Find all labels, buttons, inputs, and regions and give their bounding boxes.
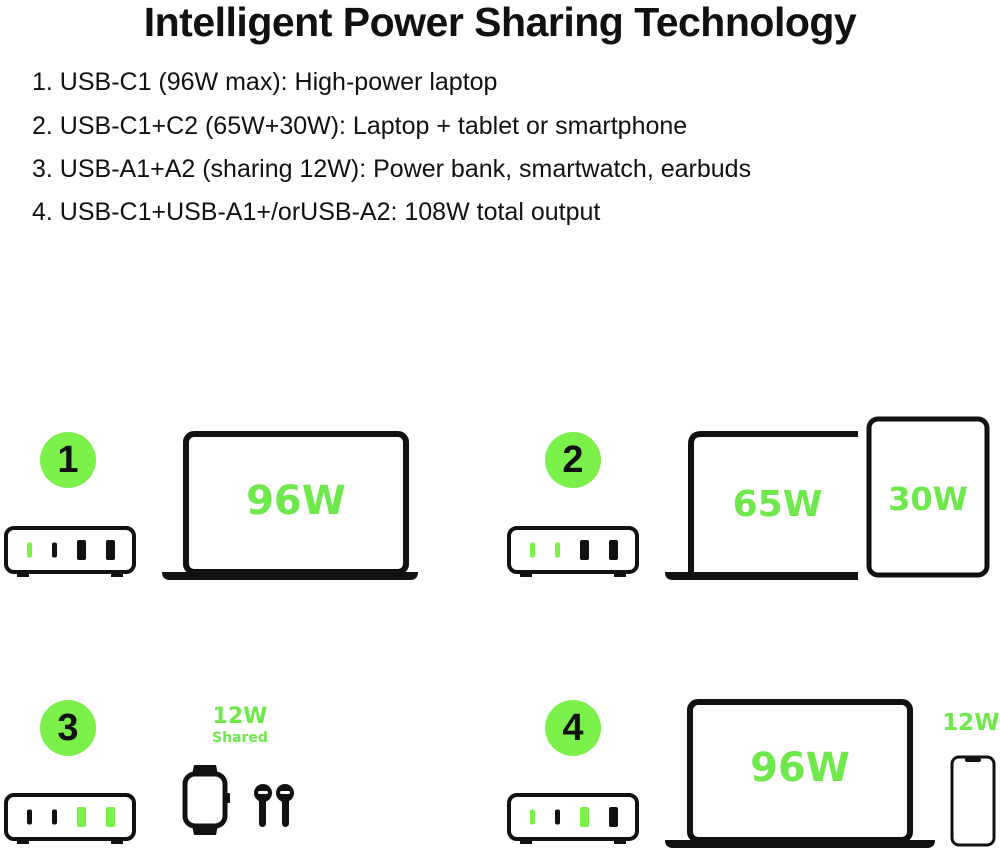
scenario-badge: 3 [40, 700, 96, 756]
charger-icon [507, 793, 639, 844]
usb-a2-port [106, 540, 115, 560]
charger-foot [17, 839, 29, 844]
smartwatch-icon [182, 765, 230, 835]
usb-c2-port [52, 809, 57, 825]
charger-foot [520, 572, 532, 577]
charger-foot [614, 572, 626, 577]
usb-a2-port [609, 540, 618, 560]
page-title: Intelligent Power Sharing Technology [143, 0, 857, 45]
usb-c1-port [27, 542, 32, 558]
usb-a2-port [609, 807, 618, 827]
feature-2: 2. USB-C1+C2 (65W+30W): Laptop + tablet … [32, 112, 688, 140]
charger-icon [507, 526, 639, 577]
usb-a1-port [77, 540, 86, 560]
usb-c2-port [52, 542, 57, 558]
charger-foot [111, 572, 123, 577]
laptop-icon [665, 431, 858, 580]
charger-foot [111, 839, 123, 844]
earbuds-icon [254, 784, 294, 827]
usb-a1-port [77, 807, 86, 827]
usb-c2-port [555, 809, 560, 825]
charger-foot [614, 839, 626, 844]
smartphone-icon [950, 755, 996, 847]
charger-body [4, 526, 136, 574]
usb-c2-port [555, 542, 560, 558]
laptop-power-label: 96W [750, 745, 850, 791]
charger-foot [17, 572, 29, 577]
laptop-icon [162, 431, 418, 580]
laptop-power-label: 96W [246, 478, 346, 524]
usb-a1-port [580, 807, 589, 827]
feature-1: 1. USB-C1 (96W max): High-power laptop [32, 68, 498, 96]
tablet-power-label: 30W [888, 480, 968, 518]
laptop-power-label: 65W [732, 484, 823, 525]
feature-3: 3. USB-A1+A2 (sharing 12W): Power bank, … [32, 155, 752, 183]
usb-c1-port [530, 542, 535, 558]
shared-power-label: 12W [212, 704, 268, 729]
scenario-badge: 2 [545, 432, 601, 488]
charger-foot [520, 839, 532, 844]
phone-power-label: 12W [942, 710, 1000, 736]
scenario-badge: 4 [545, 700, 601, 756]
scenario-badge: 1 [40, 432, 96, 488]
usb-a2-port [106, 807, 115, 827]
charger-icon [4, 526, 136, 577]
charger-body [507, 526, 639, 574]
tablet-icon [866, 416, 990, 578]
charger-icon [4, 793, 136, 844]
usb-c1-port [530, 809, 535, 825]
charger-body [507, 793, 639, 841]
usb-a1-port [580, 540, 589, 560]
usb-c1-port [27, 809, 32, 825]
charger-body [4, 793, 136, 841]
feature-4: 4. USB-C1+USB-A1+/orUSB-A2: 108W total o… [32, 198, 601, 226]
shared-label: Shared [212, 730, 268, 746]
laptop-icon [665, 699, 935, 848]
